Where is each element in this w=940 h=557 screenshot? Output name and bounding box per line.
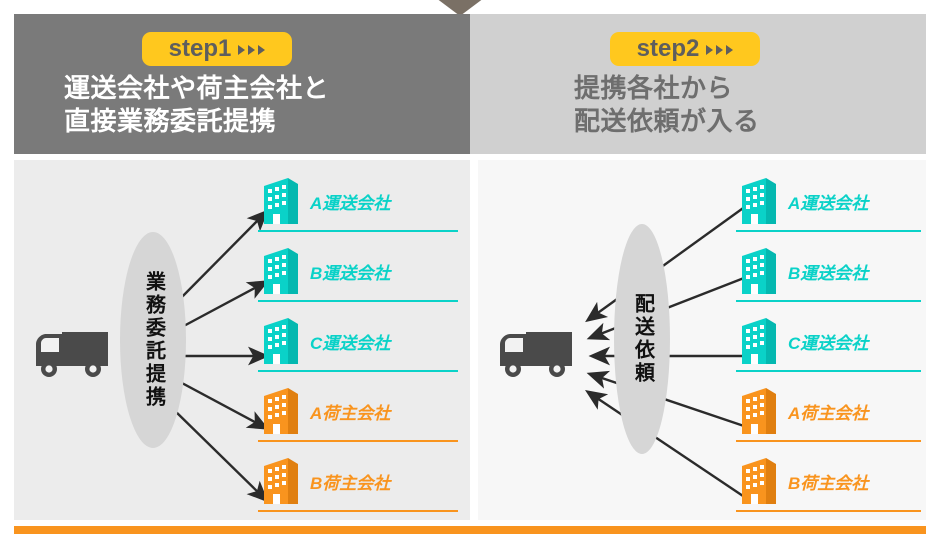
list-item[interactable]: A荷主会社 — [258, 380, 458, 442]
building-icon — [736, 386, 780, 436]
company-label: A運送会社 — [788, 193, 869, 213]
step1-header: step1 運送会社や荷主会社と 直接業務委託提携 — [14, 14, 530, 154]
truck-icon — [496, 326, 574, 380]
step1-hub-label: 業務委託提携 — [142, 271, 165, 409]
step2-badge: step2 — [610, 32, 760, 66]
building-icon — [258, 316, 302, 366]
step2-badge-label: step2 — [636, 35, 700, 62]
row-underline — [258, 510, 458, 512]
row-underline — [736, 300, 921, 302]
step2-company-list: A運送会社 B運送会社 — [736, 164, 926, 516]
list-item[interactable]: B運送会社 — [258, 240, 458, 302]
triple-chevron-icon — [706, 45, 734, 55]
step1-panel: 業務委託提携 A運送会社 — [14, 160, 470, 520]
building-icon — [258, 246, 302, 296]
header-band: step1 運送会社や荷主会社と 直接業務委託提携 step2 提携各社から 配… — [14, 14, 926, 154]
company-label: B荷主会社 — [788, 473, 869, 493]
row-underline — [736, 230, 921, 232]
company-label: A運送会社 — [310, 193, 391, 213]
list-item[interactable]: B荷主会社 — [258, 450, 458, 512]
step2-panel: 配送依頼 A運送会社 — [478, 160, 926, 520]
company-label: B荷主会社 — [310, 473, 391, 493]
row-underline — [258, 440, 458, 442]
step1-badge: step1 — [142, 32, 292, 66]
bottom-accent-bar — [14, 526, 926, 534]
building-icon — [736, 246, 780, 296]
down-triangle-icon — [428, 0, 492, 16]
step1-company-list: A運送会社 B運送会社 — [258, 164, 458, 516]
list-item[interactable]: A運送会社 — [736, 170, 921, 232]
list-item[interactable]: A運送会社 — [258, 170, 458, 232]
building-icon — [258, 456, 302, 506]
step2-hub: 配送依頼 — [614, 224, 670, 454]
row-underline — [736, 510, 921, 512]
list-item[interactable]: C運送会社 — [736, 310, 921, 372]
list-item[interactable]: B荷主会社 — [736, 450, 921, 512]
step2-header: step2 提携各社から 配送依頼が入る — [470, 14, 926, 154]
building-icon — [258, 176, 302, 226]
truck-icon — [32, 326, 110, 380]
company-label: B運送会社 — [310, 263, 391, 283]
step2-hub-label: 配送依頼 — [631, 293, 654, 385]
step2-title: 提携各社から 配送依頼が入る — [574, 73, 760, 137]
building-icon — [736, 176, 780, 226]
list-item[interactable]: C運送会社 — [258, 310, 458, 372]
step1-hub: 業務委託提携 — [120, 232, 186, 448]
list-item[interactable]: B運送会社 — [736, 240, 921, 302]
row-underline — [258, 230, 458, 232]
company-label: C運送会社 — [310, 333, 391, 353]
building-icon — [258, 386, 302, 436]
triple-chevron-icon — [238, 45, 266, 55]
company-label: A荷主会社 — [310, 403, 391, 423]
list-item[interactable]: A荷主会社 — [736, 380, 921, 442]
company-label: C運送会社 — [788, 333, 869, 353]
row-underline — [258, 370, 458, 372]
company-label: A荷主会社 — [788, 403, 869, 423]
building-icon — [736, 456, 780, 506]
row-underline — [258, 300, 458, 302]
step1-badge-label: step1 — [168, 35, 232, 62]
row-underline — [736, 370, 921, 372]
step1-title: 運送会社や荷主会社と 直接業務委託提携 — [64, 73, 330, 137]
building-icon — [736, 316, 780, 366]
row-underline — [736, 440, 921, 442]
company-label: B運送会社 — [788, 263, 869, 283]
